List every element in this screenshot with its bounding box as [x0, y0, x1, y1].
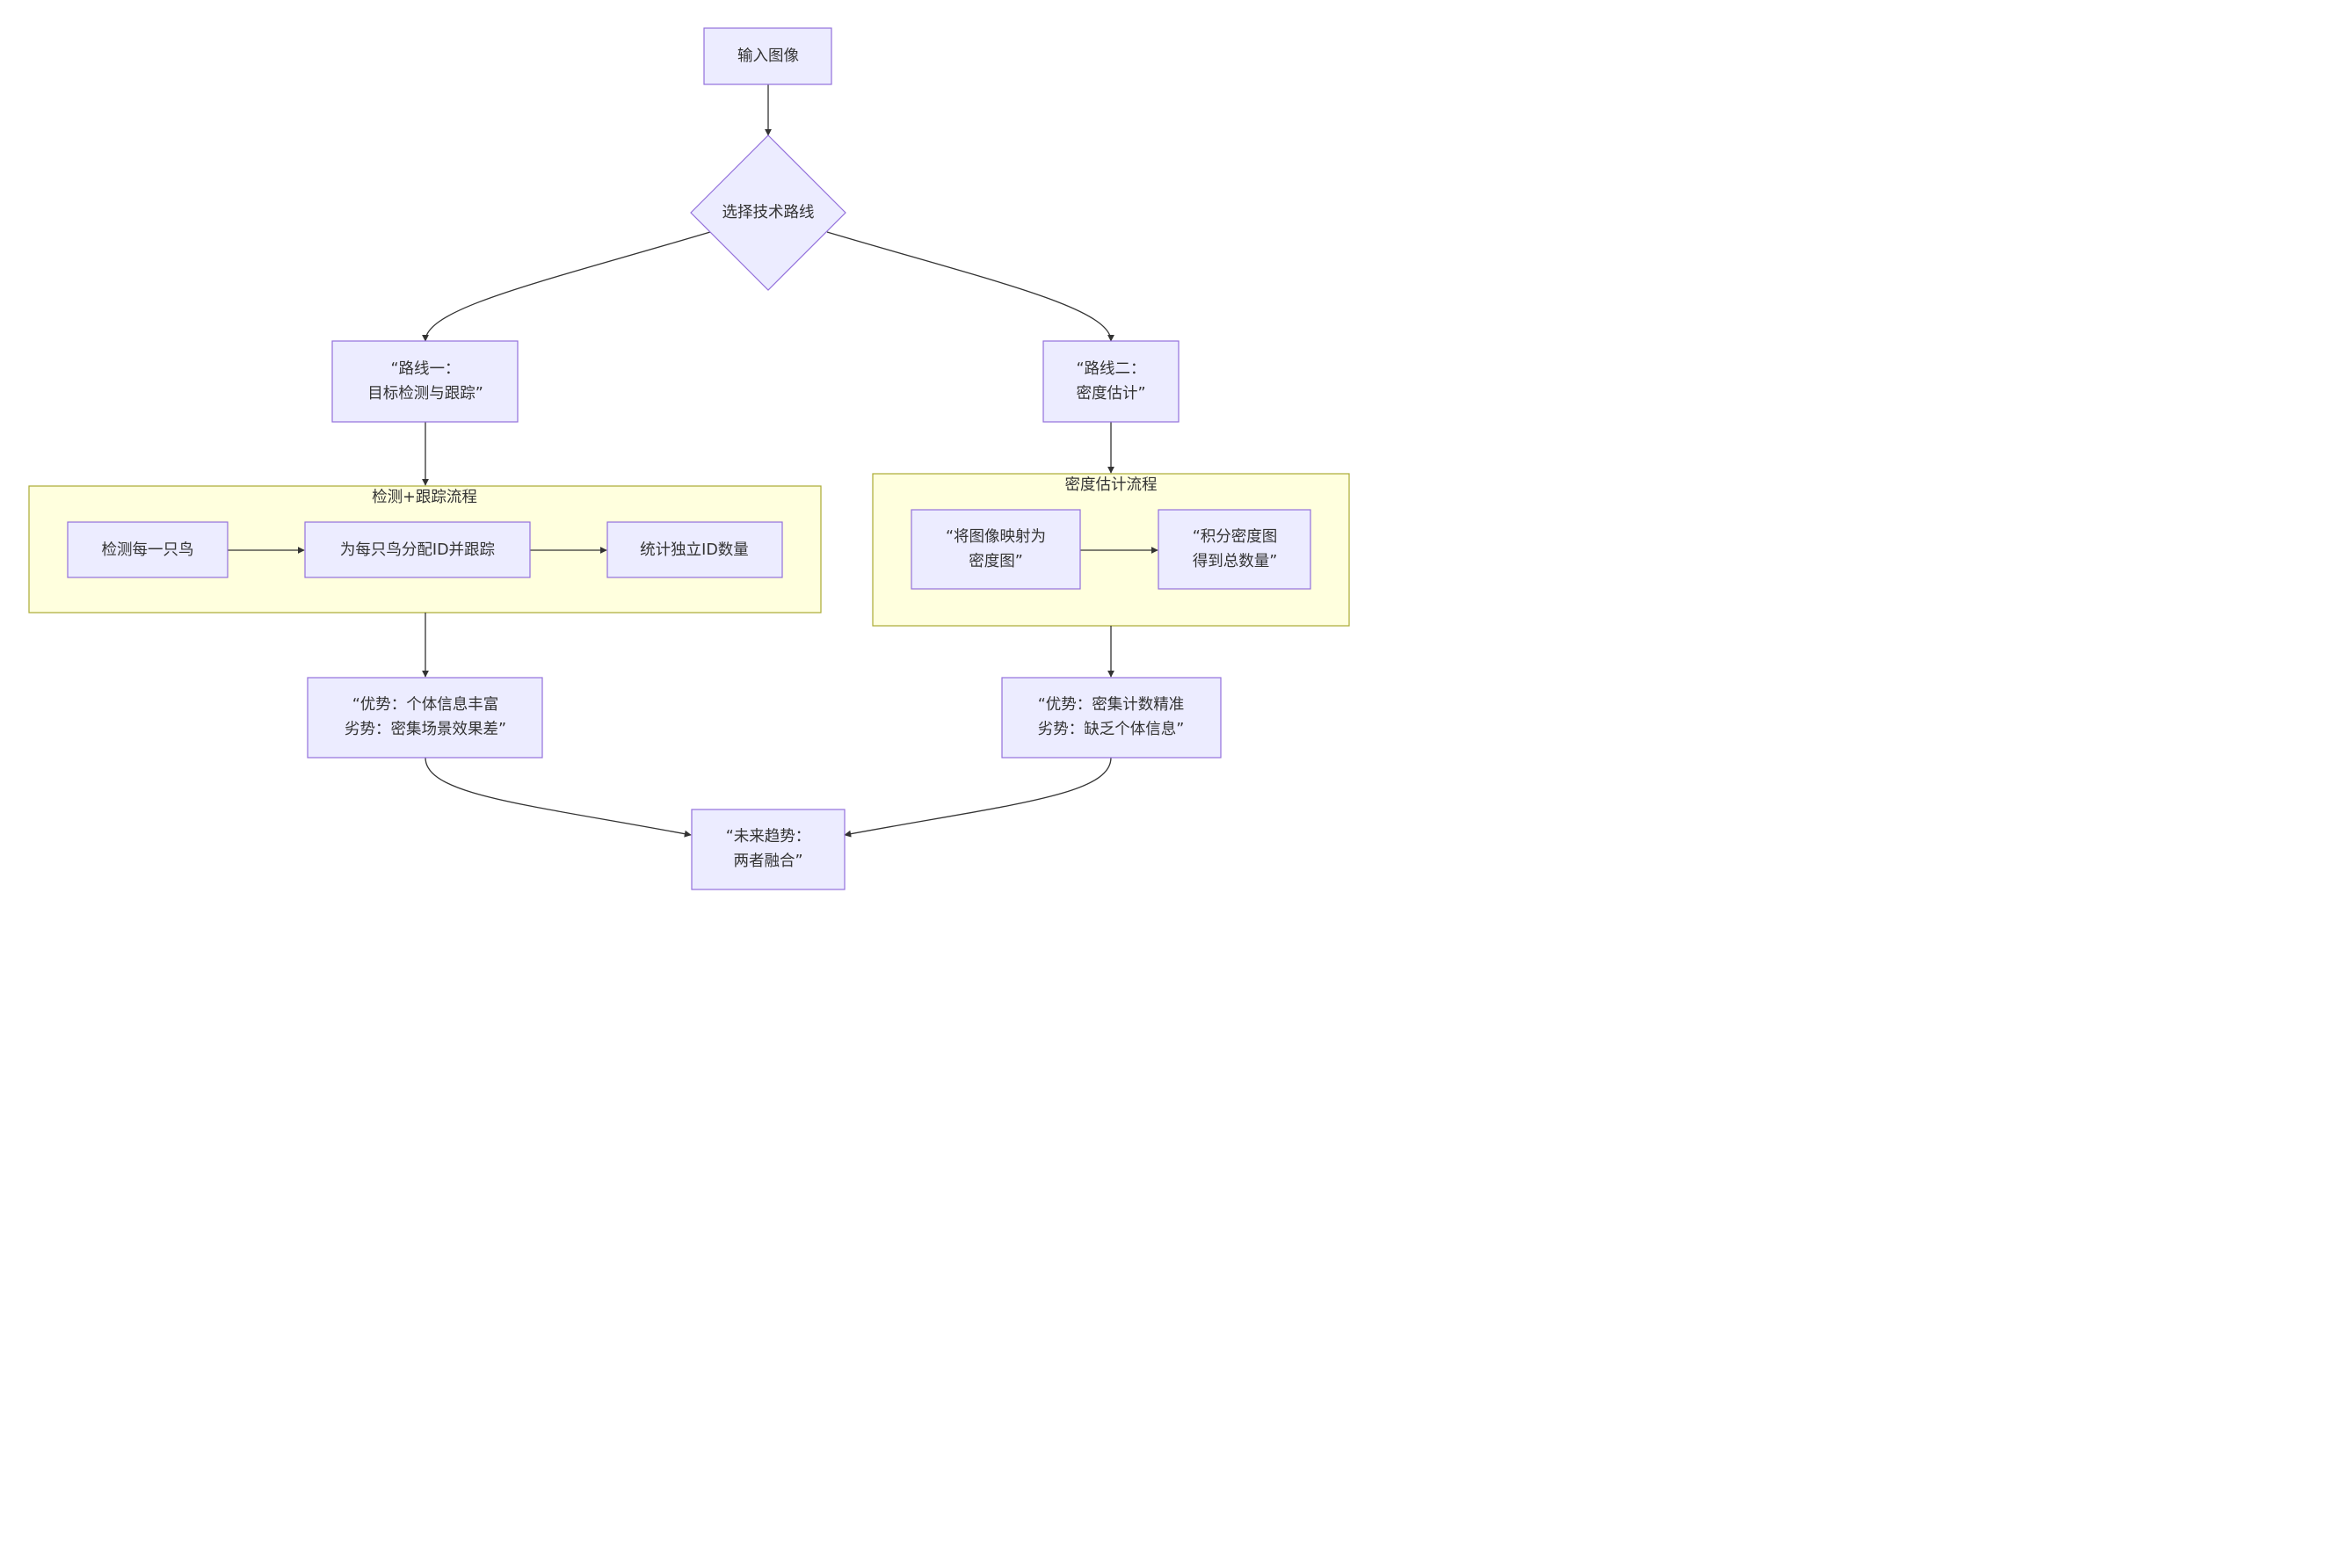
node-pros-cons-route-two-line2: 劣势：缺乏个体信息” — [1038, 721, 1185, 738]
node-route-two-line2: 密度估计” — [1076, 385, 1145, 403]
node-choose-route-decision: 选择技术路线 — [690, 134, 846, 291]
node-detect-each-bird-label: 检测每一只鸟 — [102, 541, 194, 559]
node-integrate-density-line1: “积分密度图 — [1193, 528, 1278, 546]
cluster-detect-track-title: 检测+跟踪流程 — [372, 489, 477, 506]
node-choose-route-label: 选择技术路线 — [722, 204, 815, 221]
node-future-trend: “未来趋势： 两者融合” — [691, 809, 846, 890]
node-route-two-line1: “路线二： — [1076, 360, 1145, 378]
node-pros-cons-route-one-line2: 劣势：密集场景效果差” — [345, 721, 506, 738]
node-map-to-density-line2: 密度图” — [969, 553, 1023, 570]
node-pros-cons-route-one: “优势：个体信息丰富 劣势：密集场景效果差” — [307, 677, 543, 759]
edge-pros2-to-future — [844, 757, 1112, 838]
node-route-one: “路线一： 目标检测与跟踪” — [331, 340, 519, 423]
node-integrate-density-line2: 得到总数量” — [1193, 553, 1278, 570]
node-pros-cons-route-one-line1: “优势：个体信息丰富 — [352, 696, 499, 714]
node-map-to-density-line1: “将图像映射为 — [946, 528, 1046, 546]
node-route-one-line2: 目标检测与跟踪” — [367, 385, 483, 403]
node-route-one-line1: “路线一： — [390, 360, 460, 378]
node-input-image-label: 输入图像 — [737, 47, 799, 65]
edge-decision-to-route2 — [826, 231, 1114, 342]
node-assign-id-track-label: 为每只鸟分配ID并跟踪 — [340, 541, 495, 559]
flowchart-diagram: 检测+跟踪流程 密度估计流程 输入图像 选择技术路线 “路线一： 目标检测与跟踪… — [28, 27, 1350, 890]
node-pros-cons-route-two-line1: “优势：密集计数精准 — [1038, 696, 1185, 714]
node-future-trend-line2: 两者融合” — [733, 853, 802, 870]
node-future-trend-line1: “未来趋势： — [726, 828, 811, 846]
node-detect-each-bird: 检测每一只鸟 — [67, 521, 229, 578]
node-assign-id-track: 为每只鸟分配ID并跟踪 — [304, 521, 531, 578]
node-map-to-density: “将图像映射为 密度图” — [911, 509, 1081, 590]
edge-pros1-to-future — [425, 757, 692, 838]
cluster-density-title: 密度估计流程 — [1065, 476, 1158, 494]
edges — [228, 84, 1158, 838]
node-input-image: 输入图像 — [703, 27, 832, 85]
node-pros-cons-route-two: “优势：密集计数精准 劣势：缺乏个体信息” — [1001, 677, 1222, 759]
node-integrate-density: “积分密度图 得到总数量” — [1158, 509, 1311, 590]
node-count-unique-ids: 统计独立ID数量 — [606, 521, 783, 578]
edge-decision-to-route1 — [422, 231, 711, 342]
node-route-two: “路线二： 密度估计” — [1042, 340, 1180, 423]
node-count-unique-ids-label: 统计独立ID数量 — [640, 541, 749, 559]
